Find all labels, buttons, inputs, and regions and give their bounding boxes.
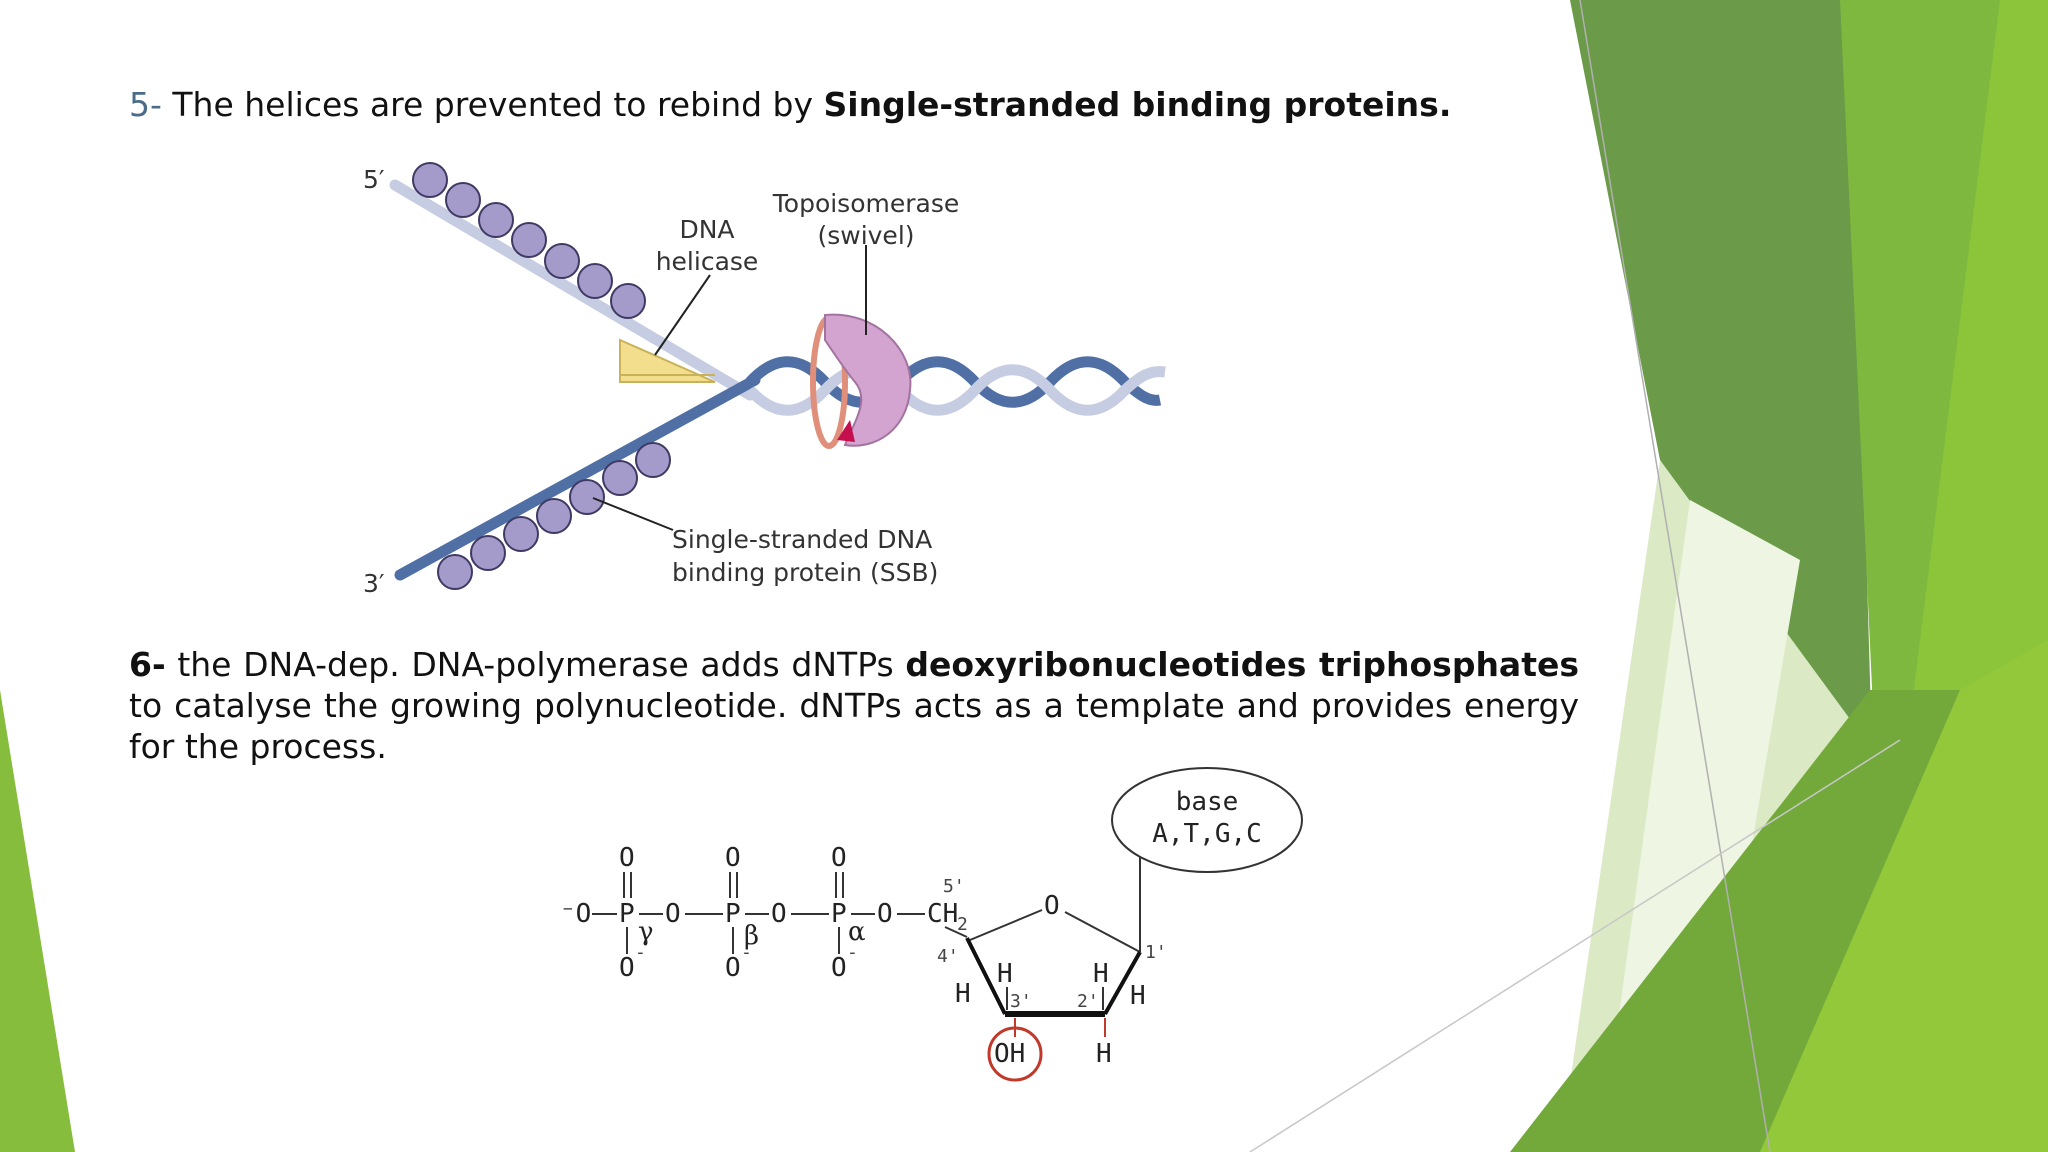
bg-thin-line-2 — [1249, 739, 1901, 1152]
ssb-circles-upper — [412, 162, 646, 319]
o-bridge-2: O — [771, 899, 787, 929]
p-beta: P — [725, 899, 741, 929]
o-minus-left: ⁻O — [560, 899, 591, 929]
o-bridge-3: O — [877, 899, 893, 929]
o-bottom-beta: O — [725, 953, 741, 983]
label-c2: 2' — [1077, 991, 1099, 1012]
point-6-text: 6- the DNA-dep. DNA-polymerase adds dNTP… — [129, 644, 1579, 767]
o-bridge-1: O — [665, 899, 681, 929]
topoisomerase-arrow — [837, 420, 855, 442]
oh-3prime: OH — [994, 1039, 1025, 1069]
alpha-symbol: α — [848, 917, 866, 947]
base-label-2: A,T,G,C — [1152, 819, 1262, 849]
beta-symbol: β — [744, 921, 759, 951]
ssb-leader — [592, 497, 674, 531]
ssb-label-1: Single-stranded DNA — [672, 525, 932, 554]
point-5-bold: Single-stranded binding proteins. — [823, 85, 1452, 124]
p-gamma: P — [619, 899, 635, 929]
helicase-label-2: helicase — [656, 247, 759, 276]
bg-shape-bright — [1760, 640, 2048, 1152]
bg-shape-left-sliver — [0, 690, 75, 1152]
o-bottom-alpha: O — [831, 953, 847, 983]
h-c1-down: H — [1130, 981, 1146, 1011]
helicase-leader — [654, 274, 711, 356]
point-6-number: 6- — [129, 645, 166, 684]
minus-gamma: - — [635, 942, 646, 963]
dntp-structure-figure: base A,T,G,C ⁻O O P γ O - O O P β O - O … — [560, 767, 1303, 1082]
ring-bond-o-c1 — [1064, 911, 1141, 953]
o-bottom-gamma: O — [619, 953, 635, 983]
point-6-body-b: to catalyse the growing polynucleotide. … — [129, 686, 1579, 766]
ch2-label: CH — [927, 899, 958, 929]
label-c5: 5' — [943, 876, 965, 897]
ssb-label-2: binding protein (SSB) — [672, 558, 938, 587]
label-5-prime: 5′ — [363, 165, 385, 194]
h-c4-down: H — [955, 979, 971, 1009]
base-ellipse — [1111, 767, 1303, 873]
double-helix-light — [745, 364, 1166, 416]
topoisomerase-body — [824, 313, 912, 447]
replication-fork-figure: 5′ 3′ DNA helicase Topoisomerase (swivel… — [363, 162, 1166, 595]
lower-template-strand — [394, 374, 761, 581]
helicase-label-1: DNA — [679, 215, 734, 244]
topo-label-1: Topoisomerase — [772, 189, 960, 218]
base-label-1: base — [1176, 787, 1239, 817]
bg-shape-dark-green — [1570, 0, 1875, 850]
upper-template-strand — [389, 179, 756, 401]
minus-alpha: - — [847, 942, 858, 963]
ring-bond-c4-o — [969, 909, 1043, 941]
ring-bond-c5-c4 — [944, 926, 968, 938]
o-top-alpha: O — [831, 843, 847, 873]
point-6-body-a: the DNA-dep. DNA-polymerase adds dNTPs — [165, 645, 906, 684]
helicase-shape — [619, 338, 716, 383]
bg-thin-line-1 — [1579, 0, 1771, 1152]
o-top-gamma: O — [619, 843, 635, 873]
ch2-subscript: 2 — [957, 914, 968, 935]
p-alpha: P — [831, 899, 847, 929]
point-5-number: 5- — [129, 85, 162, 124]
label-c1: 1' — [1145, 942, 1167, 963]
h-2prime: H — [1096, 1039, 1112, 1069]
gamma-symbol: γ — [638, 917, 654, 947]
topo-label-2: (swivel) — [817, 221, 914, 250]
ssb-circles-lower — [437, 442, 671, 590]
h-c3-up: H — [997, 959, 1013, 989]
ring-bond-c4-c3 — [965, 937, 1007, 1015]
minus-beta: - — [741, 942, 752, 963]
label-3-prime: 3′ — [363, 569, 385, 595]
oh-highlight-circle — [987, 1026, 1043, 1082]
ring-oxygen: O — [1044, 891, 1060, 921]
ring-bond-c2-c1 — [1103, 951, 1142, 1015]
label-c3: 3' — [1010, 991, 1032, 1012]
o-top-beta: O — [725, 843, 741, 873]
label-c4: 4' — [937, 946, 959, 967]
point-5-text: 5- The helices are prevented to rebind b… — [129, 84, 1589, 125]
point-6-bold: deoxyribonucleotides triphosphates — [905, 645, 1580, 684]
point-5-body: The helices are prevented to rebind by — [161, 85, 824, 124]
double-helix-dark — [745, 356, 1162, 408]
h-c2-up: H — [1093, 959, 1109, 989]
